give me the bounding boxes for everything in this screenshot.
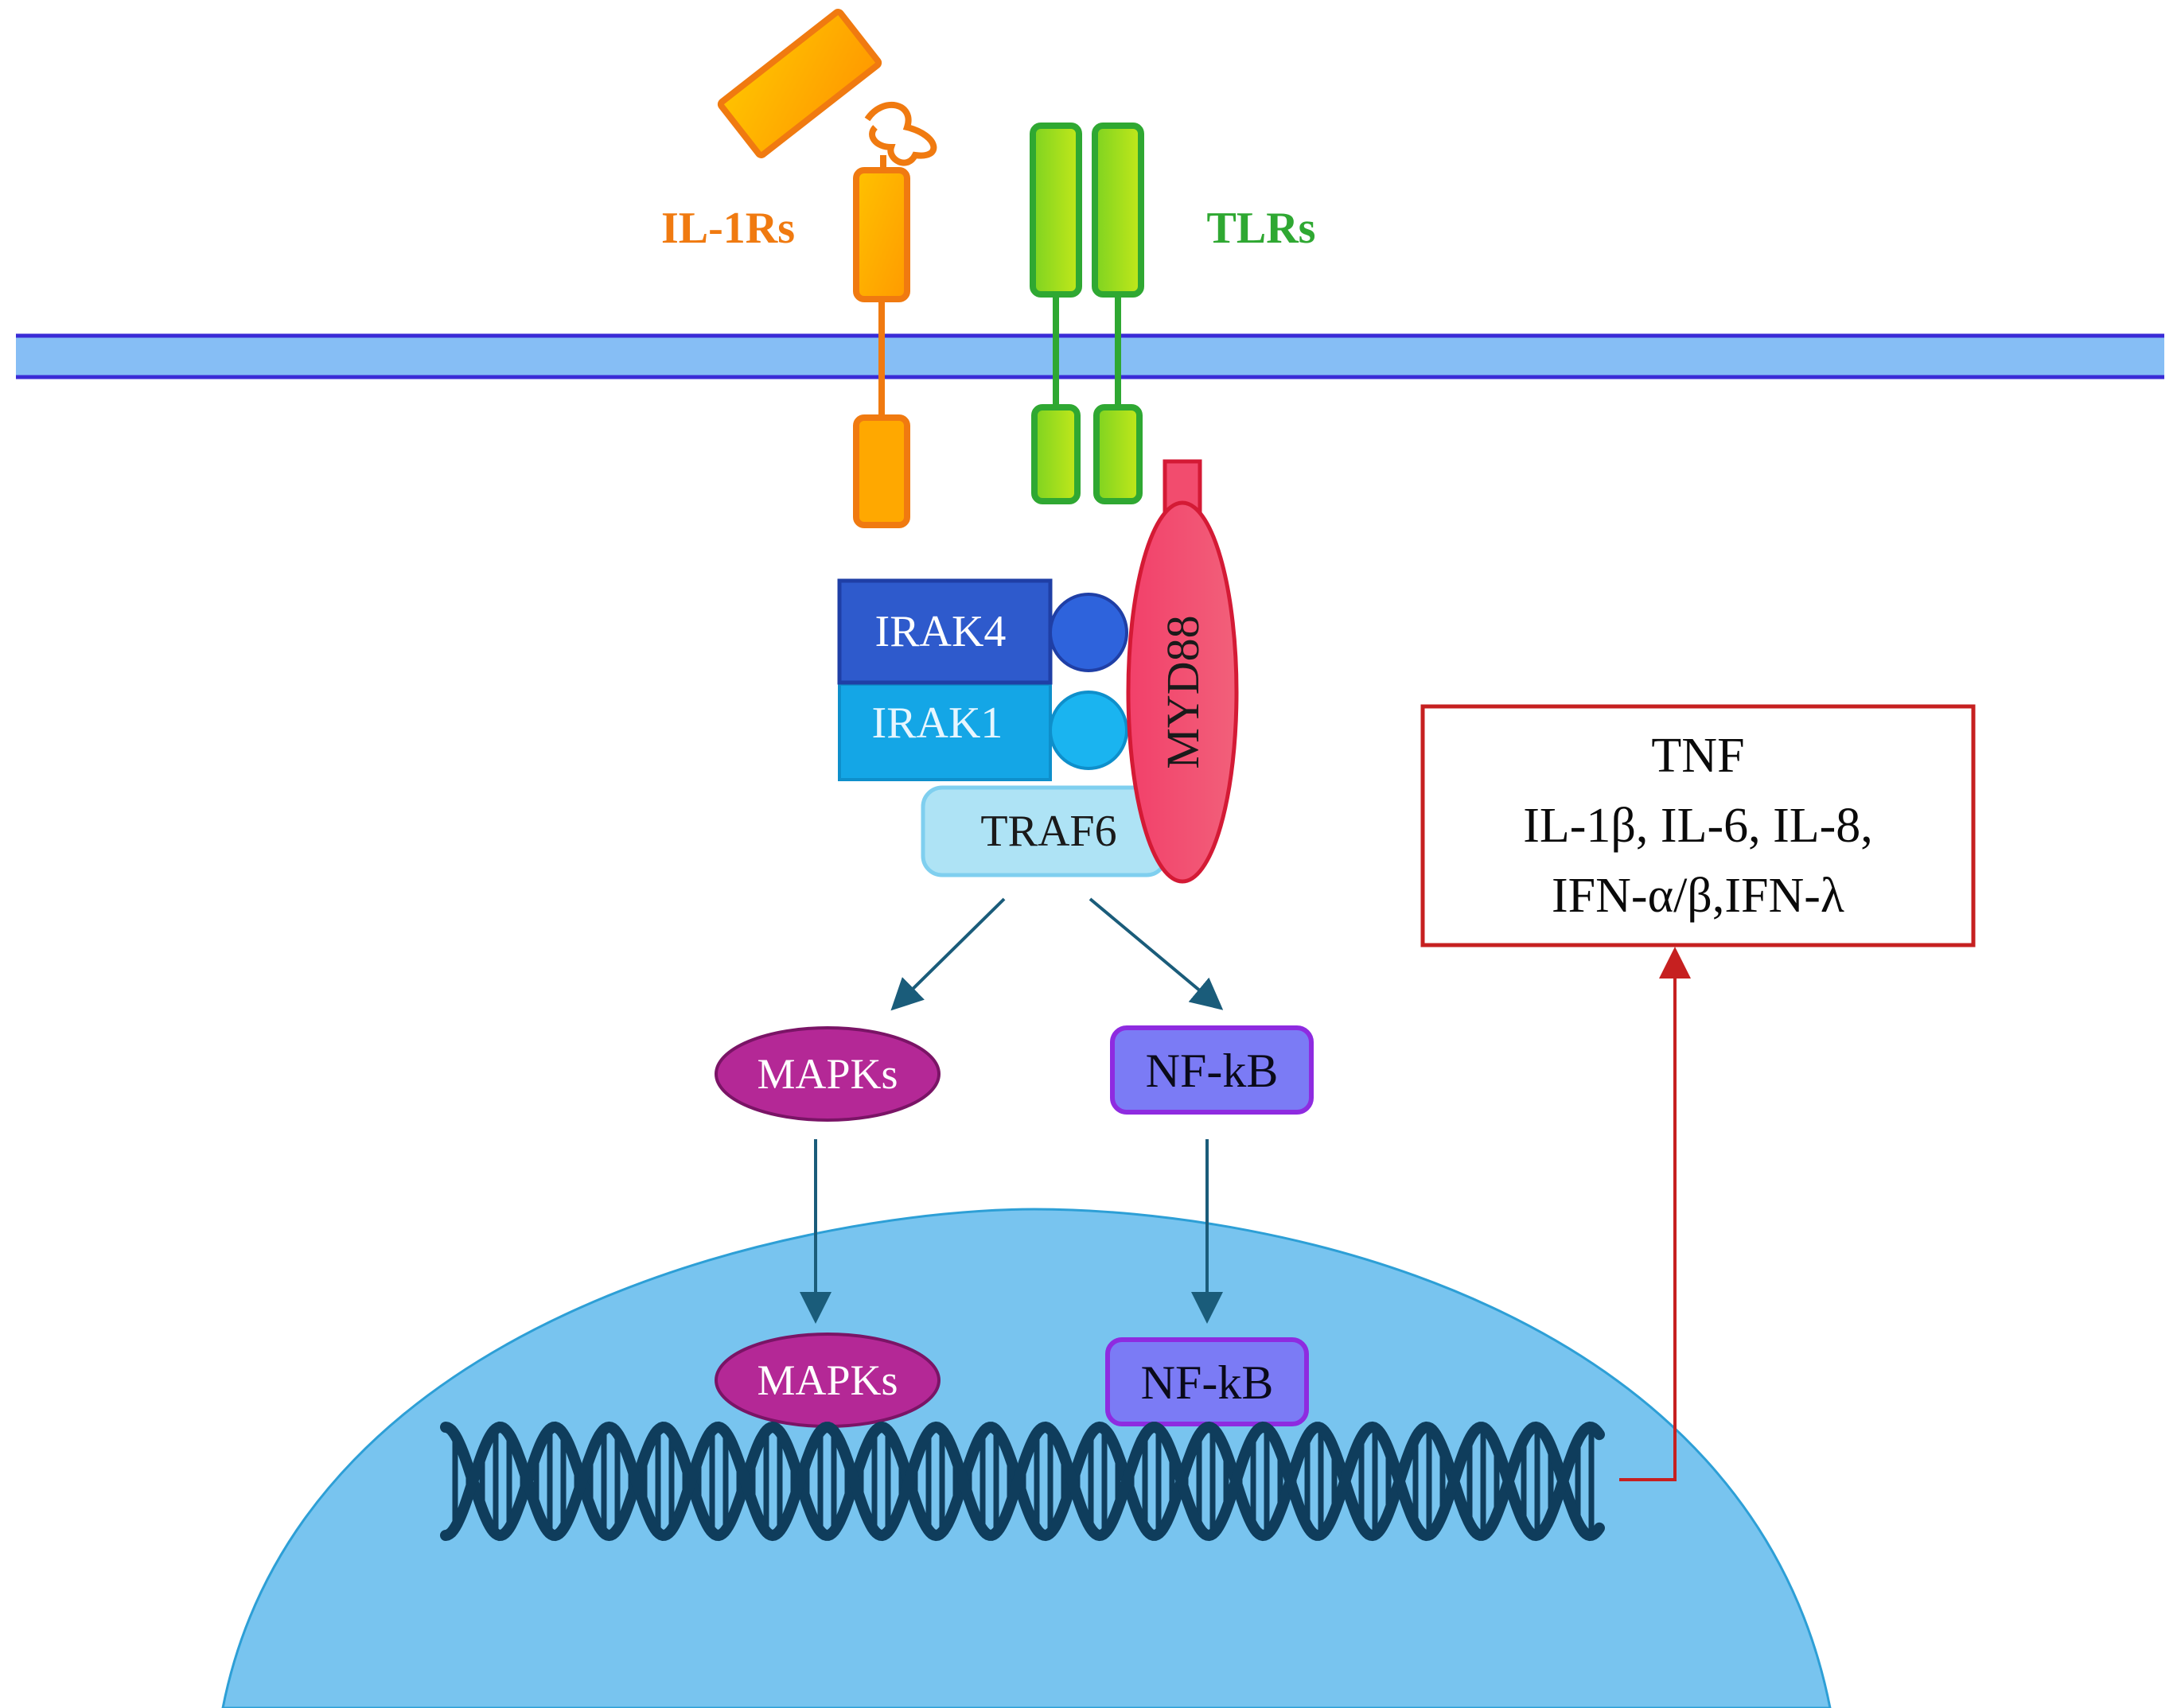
myd88-label: MYD88 bbox=[1157, 615, 1209, 768]
nfkb-nucleus-label: NF-kB bbox=[1141, 1356, 1274, 1409]
irak1-node: IRAK1 bbox=[838, 683, 1128, 781]
output-line-3: IFN-α/β,IFN-λ bbox=[1552, 869, 1844, 923]
cell-membrane bbox=[16, 333, 2164, 379]
il1r-label: IL-1Rs bbox=[661, 204, 795, 253]
irak4-node: IRAK4 bbox=[837, 578, 1128, 685]
nfkb-nucleus-node: NF-kB bbox=[1105, 1337, 1309, 1426]
output-line-1: TNF bbox=[1651, 729, 1744, 783]
mapks-cytoplasm-node: MAPKs bbox=[715, 1026, 941, 1122]
tlr-label: TLRs bbox=[1207, 204, 1316, 253]
tlr-receptor bbox=[1030, 123, 1144, 504]
mapks-nucleus-label: MAPKs bbox=[757, 1356, 898, 1404]
irak1-label: IRAK1 bbox=[872, 698, 1003, 748]
output-line-2: IL-1β, IL-6, IL-8, bbox=[1523, 799, 1873, 853]
arrow-traf6-to-nfkb bbox=[1089, 897, 1224, 1010]
myd88-node: MYD88 bbox=[1126, 459, 1239, 884]
irak4-label: IRAK4 bbox=[875, 607, 1007, 656]
nfkb-cytoplasm-node: NF-kB bbox=[1110, 1025, 1314, 1115]
dna-strand-2 bbox=[440, 1421, 1605, 1542]
nfkb-cytoplasm-label: NF-kB bbox=[1146, 1045, 1279, 1097]
cytokine-output-box: TNF IL-1β, IL-6, IL-8, IFN-α/β,IFN-λ bbox=[1420, 704, 1976, 947]
dna-helix bbox=[440, 1421, 1605, 1542]
mapks-cytoplasm-label: MAPKs bbox=[757, 1050, 898, 1098]
arrow-dna-to-outputs bbox=[1619, 947, 1691, 1481]
arrow-traf6-to-mapks bbox=[890, 897, 1006, 1011]
traf6-label: TRAF6 bbox=[980, 807, 1116, 856]
il1r-receptor bbox=[717, 9, 937, 528]
mapks-nucleus-node: MAPKs bbox=[715, 1333, 941, 1428]
traf6-node: TRAF6 bbox=[921, 785, 1168, 877]
